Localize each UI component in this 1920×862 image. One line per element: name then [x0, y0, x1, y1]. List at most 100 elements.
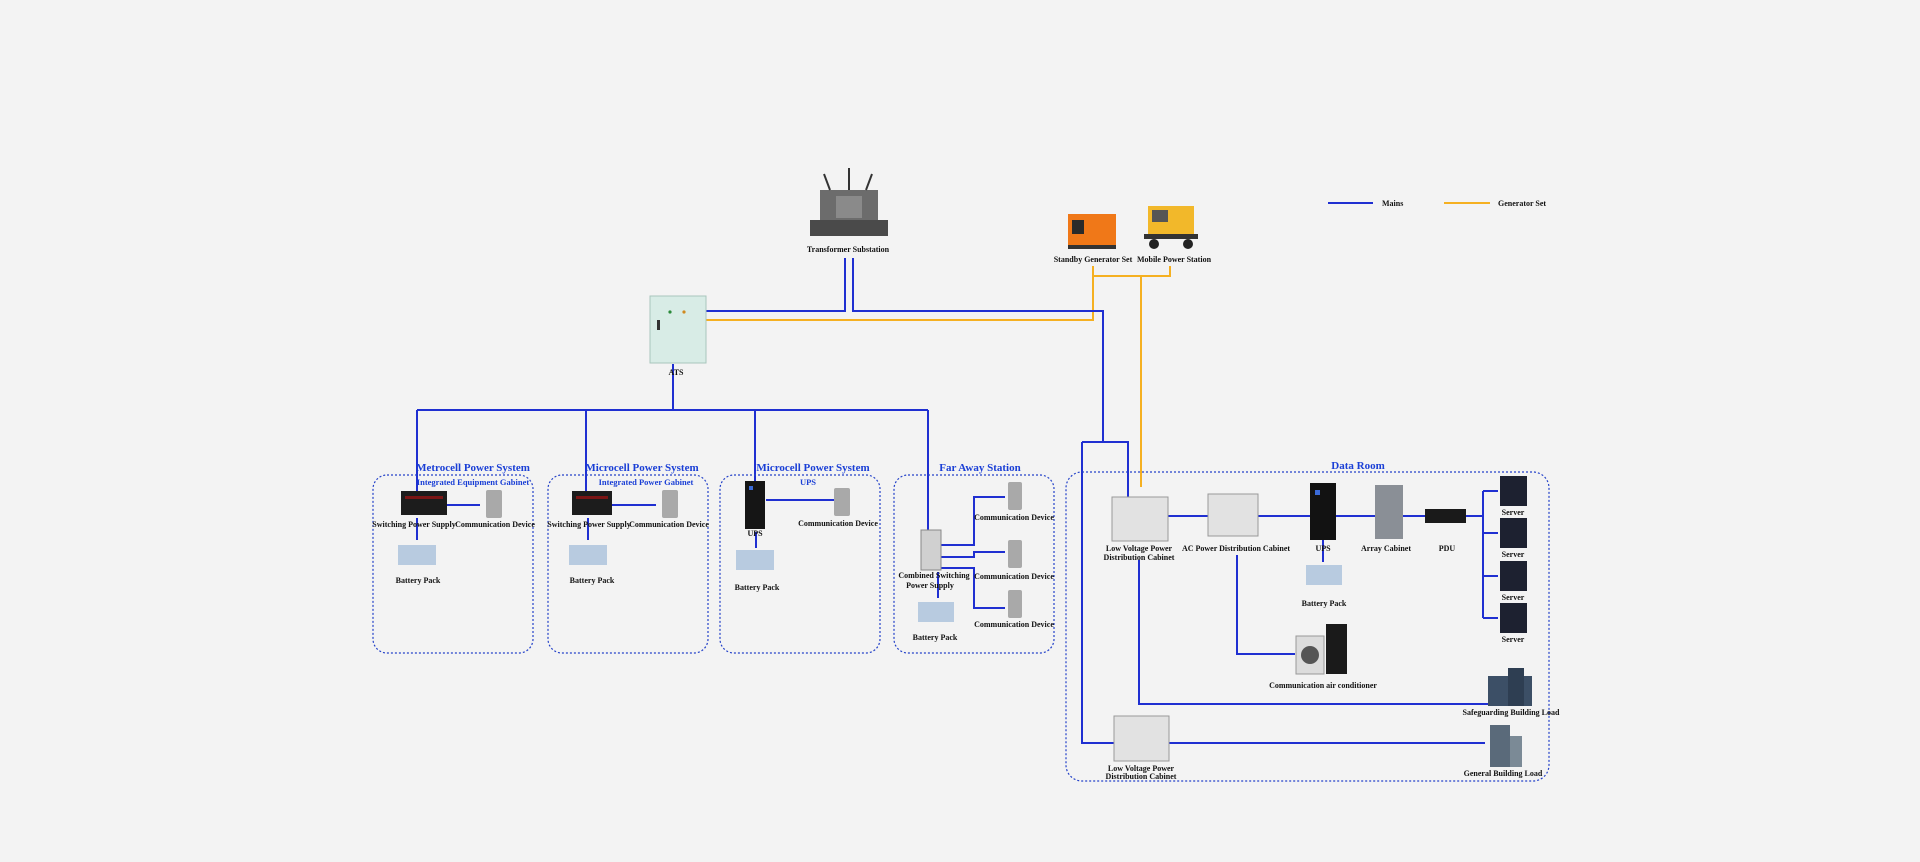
- standby-generator: [1068, 214, 1116, 249]
- metro-sps-label: Switching Power Supply: [372, 520, 455, 529]
- micro1-comm-device: [662, 490, 678, 518]
- legend-mains-label: Mains: [1382, 199, 1403, 208]
- metro-battery-label: Battery Pack: [396, 576, 441, 585]
- far-comm3-label: Communication Device: [974, 620, 1054, 629]
- transformer-base: [810, 220, 888, 236]
- micro1-sps-label: Switching Power Supply: [547, 520, 630, 529]
- micro2-ups-label: UPS: [747, 529, 763, 538]
- legend: Mains Generator Set: [1328, 199, 1546, 208]
- aircon-indoor-device: [1326, 624, 1347, 674]
- metrocell-group-border: [372, 474, 534, 654]
- far-combined-label-2: Power Supply: [906, 581, 954, 590]
- mains-wires: [416, 258, 1498, 744]
- standby-generator-base: [1068, 245, 1116, 249]
- microcell2-subtitle: UPS: [800, 477, 816, 487]
- metro-comm-device: [486, 490, 502, 518]
- metro-comm-label: Communication Device: [455, 520, 535, 529]
- micro2-comm-device: [834, 488, 850, 516]
- transformer-to-dataroom-wire: [852, 258, 1104, 442]
- microcell1-group: Microcell Power System Integrated Power …: [547, 462, 709, 654]
- array-cabinet-device: [1375, 485, 1403, 539]
- standby-generator-label: Standby Generator Set: [1054, 255, 1133, 264]
- microcell2-title: Microcell Power System: [756, 462, 869, 474]
- faraway-title: Far Away Station: [939, 462, 1021, 474]
- micro2-ups-screen: [749, 486, 753, 490]
- micro1-battery-device: [569, 545, 607, 565]
- server-device-3: [1500, 561, 1527, 591]
- ats-label: ATS: [669, 368, 685, 377]
- micro2-battery-device: [736, 550, 774, 570]
- lv2-cabinet-label-2: Distribution Cabinet: [1106, 772, 1177, 781]
- lv2-feed-wire: [1081, 442, 1114, 744]
- transformer-label: Transformer Substation: [807, 245, 890, 254]
- lv2-cabinet-device: [1113, 715, 1170, 762]
- faraway-group: Far Away Station Combined Switching Powe…: [893, 462, 1055, 654]
- mobile-power-station: [1144, 206, 1198, 249]
- dr-ups-label: UPS: [1315, 544, 1331, 553]
- ats-indicator-2: [682, 310, 686, 314]
- dr-battery-label: Battery Pack: [1302, 599, 1347, 608]
- mobile-station-wheel-2: [1183, 239, 1193, 249]
- far-comm3-device: [1008, 590, 1022, 618]
- ats-cabinet: [649, 295, 707, 364]
- aircon-fan: [1301, 646, 1319, 664]
- microcell2-group: Microcell Power System UPS UPS Communica…: [719, 462, 881, 654]
- pdu-device: [1425, 509, 1466, 523]
- dataroom-title: Data Room: [1331, 460, 1384, 472]
- mobile-station-label: Mobile Power Station: [1137, 255, 1212, 264]
- standby-generator-panel: [1072, 220, 1084, 234]
- legend-generator-label: Generator Set: [1498, 199, 1546, 208]
- server-branch-wires: [1483, 490, 1498, 619]
- ats-indicator-1: [668, 310, 672, 314]
- server-label-2: Server: [1502, 550, 1525, 559]
- mobile-station-wheel-1: [1149, 239, 1159, 249]
- far-comm2-label: Communication Device: [974, 572, 1054, 581]
- micro1-battery-label: Battery Pack: [570, 576, 615, 585]
- general-building-annex-icon: [1510, 736, 1522, 767]
- micro2-ups-device: [745, 481, 765, 529]
- dataroom-feed-wire: [1082, 441, 1129, 497]
- lv-safeguard-wire: [1138, 560, 1488, 705]
- server-label-4: Server: [1502, 635, 1525, 644]
- micro2-comm-label: Communication Device: [798, 519, 878, 528]
- metrocell-group: Metrocell Power System Integrated Equipm…: [372, 462, 535, 654]
- mobile-station-panel: [1152, 210, 1168, 222]
- transformer-bushing-3: [865, 173, 873, 191]
- safeguard-tower-icon: [1508, 668, 1524, 706]
- gen-bus-wire: [1092, 266, 1171, 277]
- microcell1-title: Microcell Power System: [585, 462, 698, 474]
- far-comm2-device: [1008, 540, 1022, 568]
- microcell1-group-border: [547, 474, 709, 654]
- far-comm3-wire: [941, 567, 1005, 609]
- ats-handle: [657, 320, 660, 330]
- generator-wires: [705, 266, 1171, 487]
- micro1-comm-label: Communication Device: [629, 520, 709, 529]
- ac-cabinet-device: [1207, 493, 1259, 537]
- metrocell-title: Metrocell Power System: [416, 462, 530, 474]
- micro1-sps-device: [572, 491, 612, 515]
- lv-cabinet-device: [1111, 496, 1169, 542]
- dr-ups-device: [1310, 483, 1336, 540]
- microcell2-group-border: [719, 474, 881, 654]
- micro2-battery-label: Battery Pack: [735, 583, 780, 592]
- dataroom-group: Data Room Low Voltage Power Distribution…: [1065, 460, 1560, 782]
- dr-battery-device: [1306, 565, 1342, 585]
- transformer-substation: [810, 168, 888, 236]
- metro-battery-device: [398, 545, 436, 565]
- far-comm1-device: [1008, 482, 1022, 510]
- lv-cabinet-label-1: Low Voltage Power: [1106, 544, 1173, 553]
- transformer-to-ats-wire: [705, 258, 846, 312]
- server-device-1: [1500, 476, 1527, 506]
- far-combined-device: [920, 529, 942, 571]
- far-comm1-wire: [941, 496, 1005, 546]
- far-comm1-label: Communication Device: [974, 513, 1054, 522]
- transformer-fins: [836, 196, 862, 218]
- lv-cabinet-label-2: Distribution Cabinet: [1104, 553, 1175, 562]
- server-device-2: [1500, 518, 1527, 548]
- micro1-sps-strip: [576, 496, 608, 499]
- aircon-label: Communication air conditioner: [1269, 681, 1377, 690]
- metro-sps-strip: [405, 496, 443, 499]
- server-label-3: Server: [1502, 593, 1525, 602]
- general-building-icon: [1490, 725, 1510, 767]
- faraway-group-border: [893, 474, 1055, 654]
